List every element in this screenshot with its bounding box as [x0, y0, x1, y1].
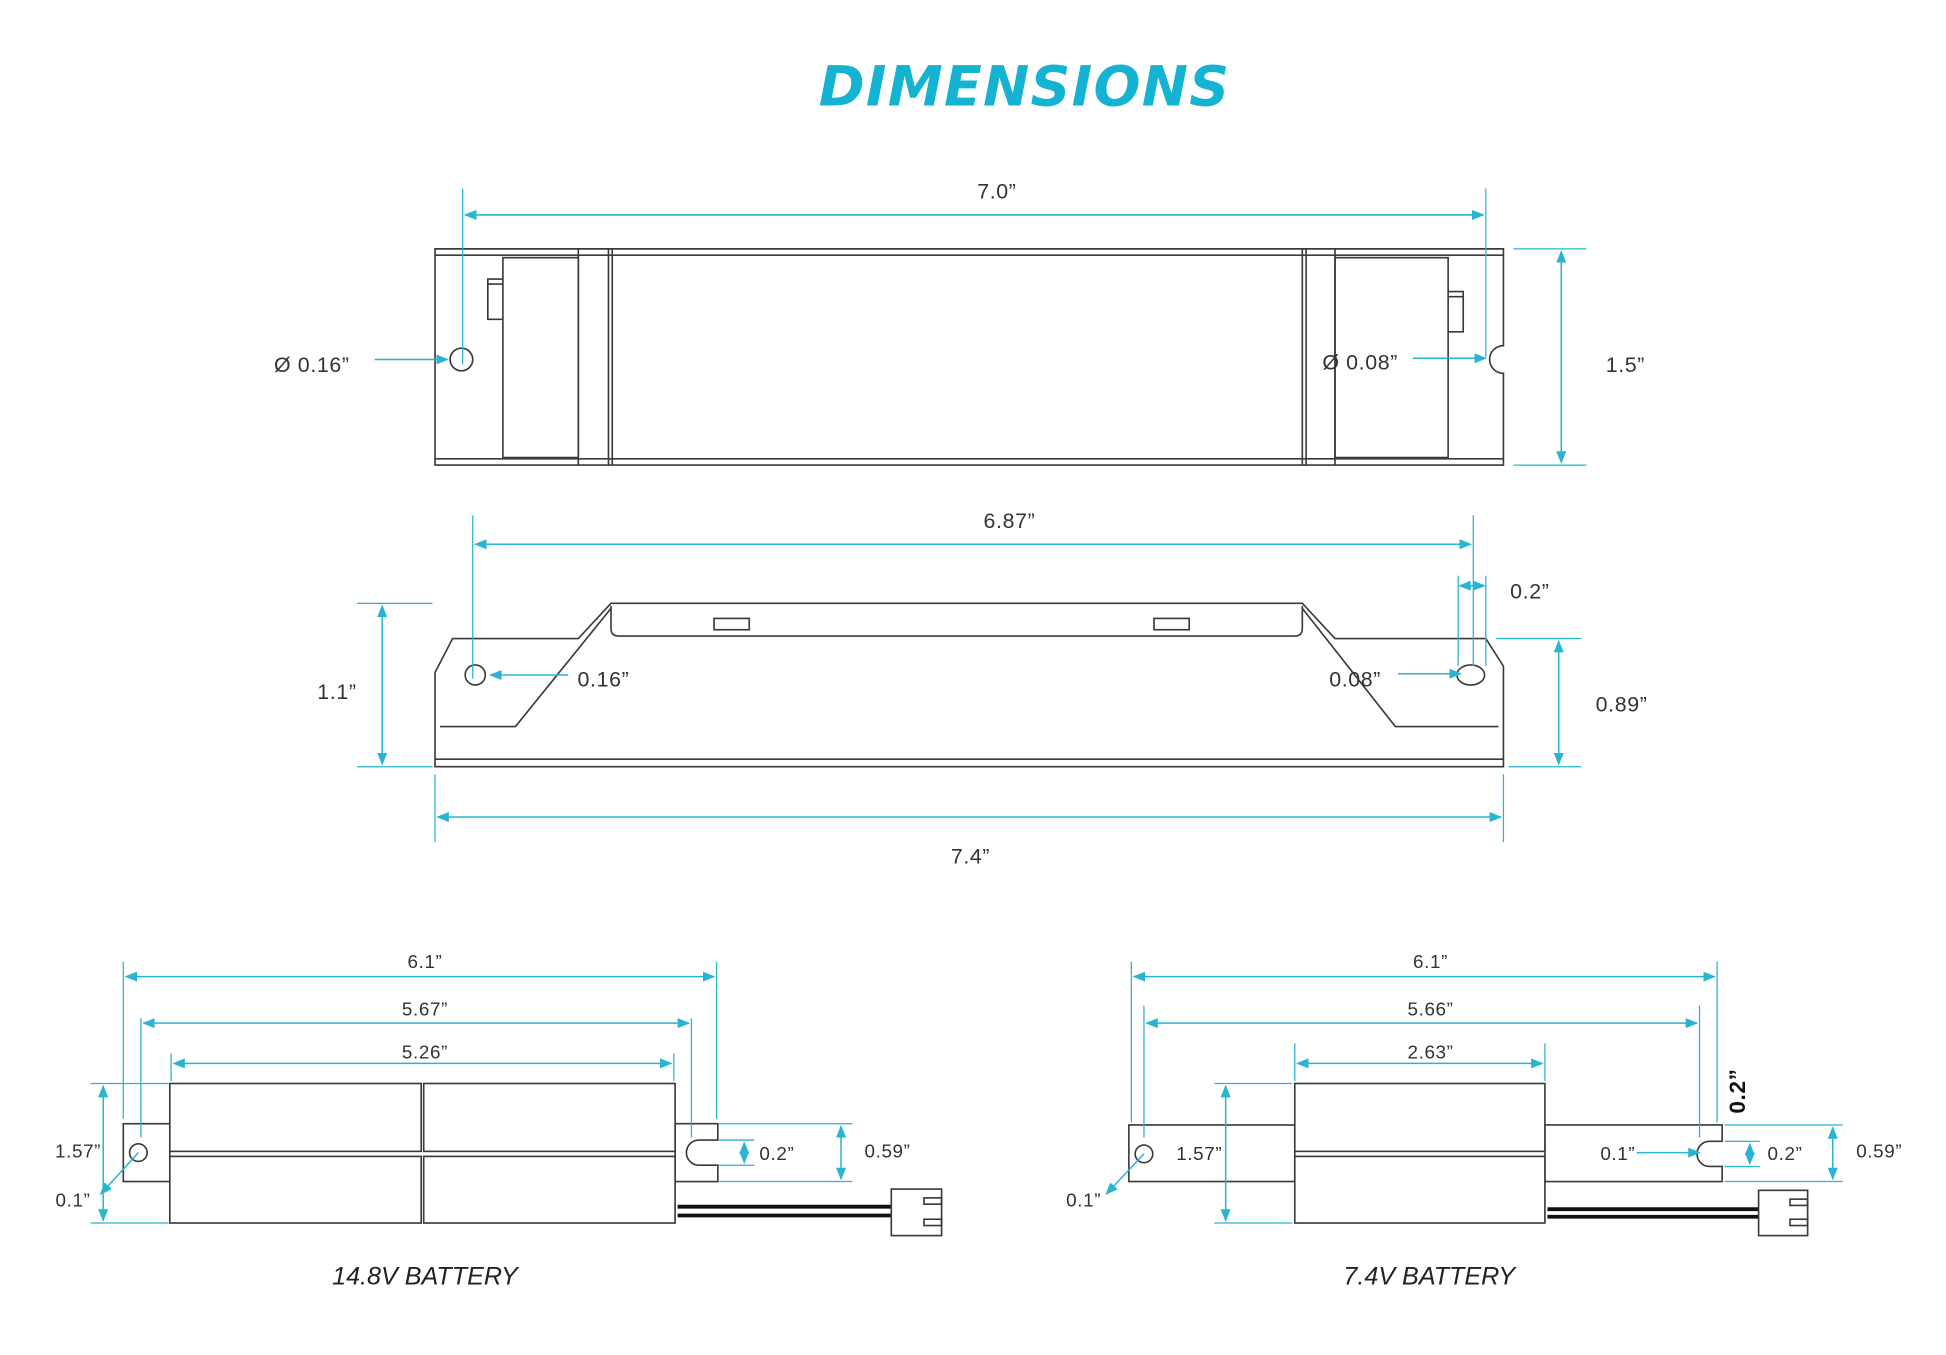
dim-b2-slot: 0.2” [1768, 1143, 1803, 1164]
caption-14v: 14.8V BATTERY [332, 1263, 520, 1291]
dim-side-flange: 0.89” [1596, 692, 1648, 716]
dim-side-hole-right: 0.08” [1329, 667, 1381, 691]
side-view: 6.87” 0.2” 1.1” 0.89” 0.16” 0.08” 7.4” [317, 509, 1647, 869]
mounting-hole [449, 347, 474, 372]
caption-7v: 7.4V BATTERY [1343, 1263, 1517, 1291]
dim-b2-hole-span: 5.66” [1407, 999, 1453, 1020]
dim-side-height: 1.1” [317, 680, 356, 704]
dim-b2-hole: 0.1” [1066, 1190, 1101, 1211]
dim-side-hole-left: 0.16” [578, 667, 630, 691]
dim-side-hole-span: 6.87” [984, 509, 1036, 533]
connector [1757, 1189, 1809, 1237]
dim-top-hole-left: Ø 0.16” [274, 353, 350, 377]
dim-top-length: 7.0” [977, 180, 1016, 204]
dim-b1-cells: 5.26” [402, 1041, 448, 1062]
dim-side-slot: 0.2” [1510, 579, 1549, 603]
dim-b2-slot-rotated: 0.2” [1725, 1068, 1750, 1113]
dim-b2-hole-right: 0.1” [1600, 1143, 1635, 1164]
battery-7v: 6.1” 5.66” 2.63” 1.57” 0.1” 0.1” 0.2” 0.… [1066, 951, 1902, 1291]
battery-14v: 6.1” 5.67” 5.26” 1.57” 0.1” 0.2” 0.59” 1… [55, 951, 943, 1291]
dim-b2-cells: 2.63” [1407, 1041, 1453, 1062]
dim-b2-tab: 0.59” [1856, 1141, 1902, 1162]
dim-side-length: 7.4” [951, 845, 990, 869]
dim-top-hole-right: Ø 0.08” [1322, 351, 1398, 375]
dim-b2-overall: 6.1” [1413, 951, 1448, 972]
dim-b1-slot: 0.2” [759, 1143, 794, 1164]
page-title: DIMENSIONS [819, 56, 1231, 120]
top-view: 7.0” 1.5” Ø 0.16” Ø 0.08” [274, 180, 1645, 466]
dim-b2-height: 1.57” [1176, 1143, 1222, 1164]
dim-top-height: 1.5” [1606, 353, 1645, 377]
dim-b1-hole-span: 5.67” [402, 999, 448, 1020]
dim-b1-height: 1.57” [55, 1141, 101, 1162]
dim-b1-tab: 0.59” [864, 1141, 910, 1162]
connector [890, 1188, 943, 1237]
dim-b1-hole: 0.1” [56, 1190, 91, 1211]
dim-b1-overall: 6.1” [407, 951, 442, 972]
